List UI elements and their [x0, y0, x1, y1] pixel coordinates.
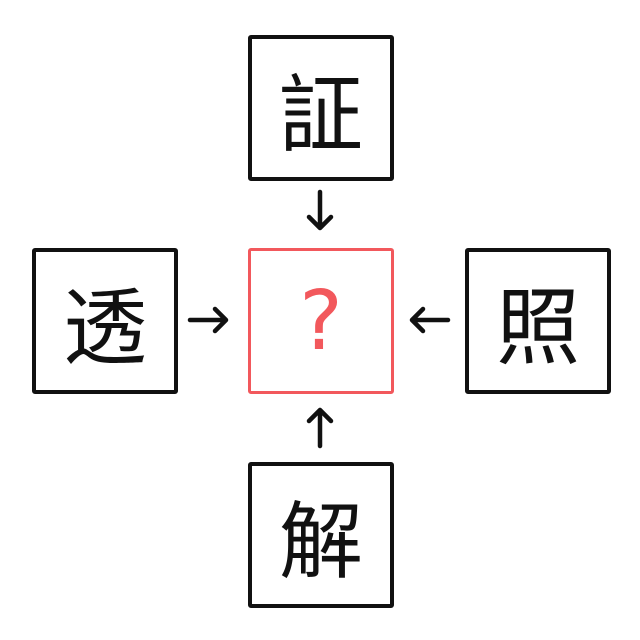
arrow-left-icon: [409, 306, 451, 334]
kanji-box-right: 照: [465, 248, 611, 394]
answer-box[interactable]: ?: [248, 248, 394, 394]
kanji-top: 証: [278, 65, 363, 164]
kanji-box-left: 透: [32, 248, 178, 394]
question-mark: ?: [299, 273, 343, 369]
arrow-down-icon: [306, 189, 334, 231]
arrow-up-icon: [306, 407, 334, 449]
arrow-right-icon: [187, 306, 229, 334]
kanji-box-top: 証: [248, 35, 394, 181]
kanji-box-bottom: 解: [248, 462, 394, 608]
kanji-bottom: 解: [278, 492, 363, 591]
kanji-right: 照: [495, 278, 580, 377]
kanji-left: 透: [62, 278, 147, 377]
